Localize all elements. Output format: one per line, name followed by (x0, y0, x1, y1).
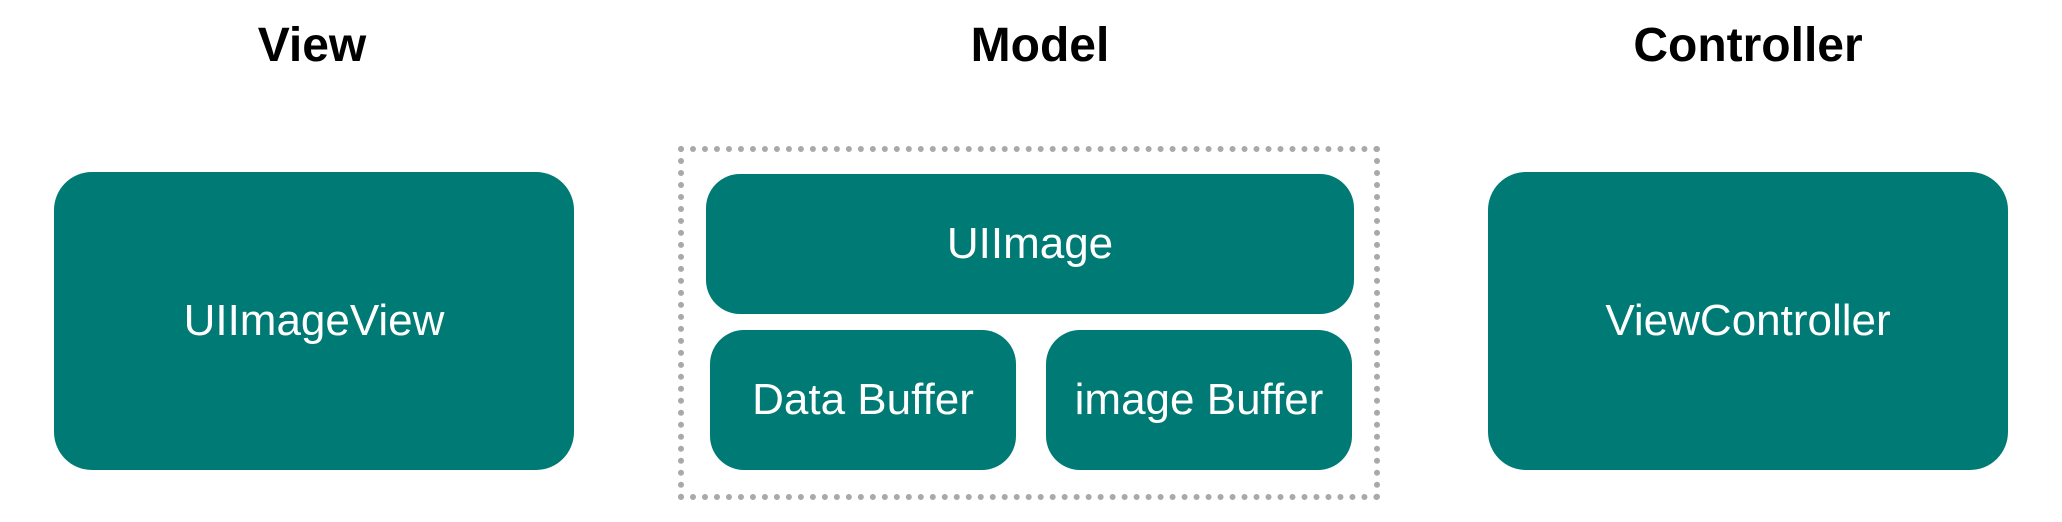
model-group-frame (678, 146, 1380, 500)
uiimageview-box: UIImageView (54, 172, 574, 470)
data-buffer-box: Data Buffer (710, 330, 1016, 470)
view-title: View (257, 19, 367, 72)
viewcontroller-label: ViewController (1605, 296, 1891, 345)
uiimageview-label: UIImageView (183, 296, 445, 345)
controller-title: Controller (1633, 19, 1863, 72)
data-buffer-label: Data Buffer (752, 375, 974, 424)
image-buffer-label: image Buffer (1074, 375, 1324, 424)
model-title: Model (970, 19, 1110, 72)
viewcontroller-box: ViewController (1488, 172, 2008, 470)
image-buffer-box: image Buffer (1046, 330, 1352, 470)
uiimage-label: UIImage (946, 219, 1114, 268)
uiimage-box: UIImage (706, 174, 1354, 314)
